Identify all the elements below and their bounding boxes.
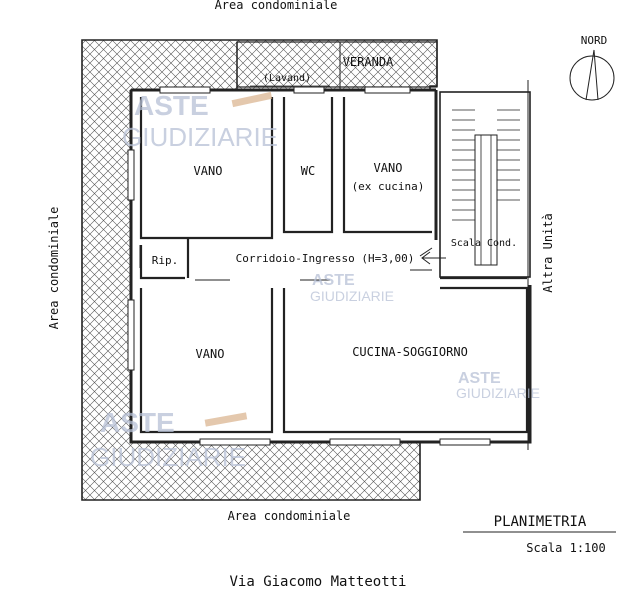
label-veranda: VERANDA <box>343 55 394 69</box>
watermark-1: ASTE GIUDIZIARIE <box>122 90 278 152</box>
watermark-3-line2: GIUDIZIARIE <box>456 385 540 401</box>
label-corridoio: Corridoio-Ingresso (H=3,00) <box>236 252 415 265</box>
label-rip: Rip. <box>152 254 179 267</box>
watermark-3-line1: ASTE <box>458 370 501 387</box>
label-vano-3: VANO <box>196 347 225 361</box>
label-planimetria: PLANIMETRIA <box>494 514 587 530</box>
watermark-3: ASTE GIUDIZIARIE <box>456 370 540 401</box>
watermark-4: ASTE GIUDIZIARIE <box>90 407 248 472</box>
label-north: NORD <box>581 34 608 47</box>
veranda-area <box>236 41 438 90</box>
label-scala-ratio: Scala 1:100 <box>526 541 605 555</box>
watermark-2: ASTE GIUDIZIARIE <box>310 272 394 304</box>
label-area-left: Area condominiale <box>47 207 61 330</box>
label-vano-1: VANO <box>194 164 223 178</box>
windows <box>127 86 491 446</box>
door-openings <box>139 245 433 281</box>
north-arrow-icon <box>569 49 615 101</box>
label-lavand: (Lavand) <box>263 73 311 84</box>
watermark-1-line1: ASTE <box>134 90 209 121</box>
watermark-4-line1: ASTE <box>100 407 175 438</box>
label-ex-cucina: (ex cucina) <box>352 180 425 193</box>
label-street: Via Giacomo Matteotti <box>229 574 406 590</box>
label-area-top: Area condominiale <box>215 0 338 12</box>
stairwell <box>439 91 531 278</box>
watermark-1-line2: GIUDIZIARIE <box>122 122 278 152</box>
label-vano-2: VANO <box>374 161 403 175</box>
interior-walls <box>139 97 529 434</box>
label-scala-cond: Scala Cond. <box>451 238 517 249</box>
label-altra-unita: Altra Unità <box>541 213 555 292</box>
watermark-4-line2: GIUDIZIARIE <box>90 442 246 472</box>
entrance-arrow-icon <box>421 251 446 265</box>
watermark-2-line2: GIUDIZIARIE <box>310 288 394 304</box>
watermark-2-line1: ASTE <box>312 272 355 289</box>
label-wc: WC <box>301 164 315 178</box>
label-cucina-soggiorno: CUCINA-SOGGIORNO <box>352 345 468 359</box>
label-area-bottom: Area condominiale <box>228 509 351 523</box>
